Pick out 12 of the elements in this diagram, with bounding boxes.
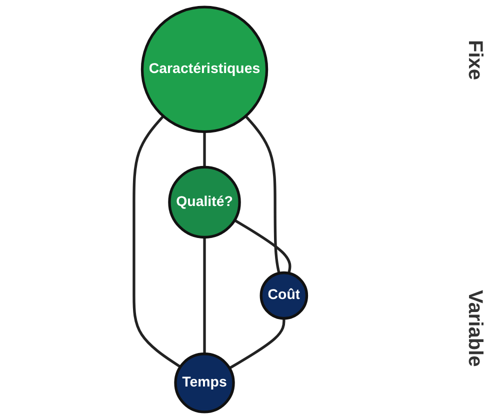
side-label: Fixe bbox=[463, 40, 486, 80]
connector bbox=[228, 318, 285, 370]
node-circle: Temps bbox=[174, 352, 234, 414]
connector bbox=[132, 115, 181, 368]
node-circle: Coût bbox=[259, 271, 308, 320]
node-circle: Caractéristiques bbox=[140, 6, 268, 133]
connector bbox=[202, 237, 206, 354]
connector bbox=[244, 115, 280, 274]
side-label: Variable bbox=[463, 290, 486, 367]
connector bbox=[202, 132, 206, 168]
connector bbox=[234, 219, 291, 274]
node-circle: Qualité? bbox=[168, 166, 241, 239]
